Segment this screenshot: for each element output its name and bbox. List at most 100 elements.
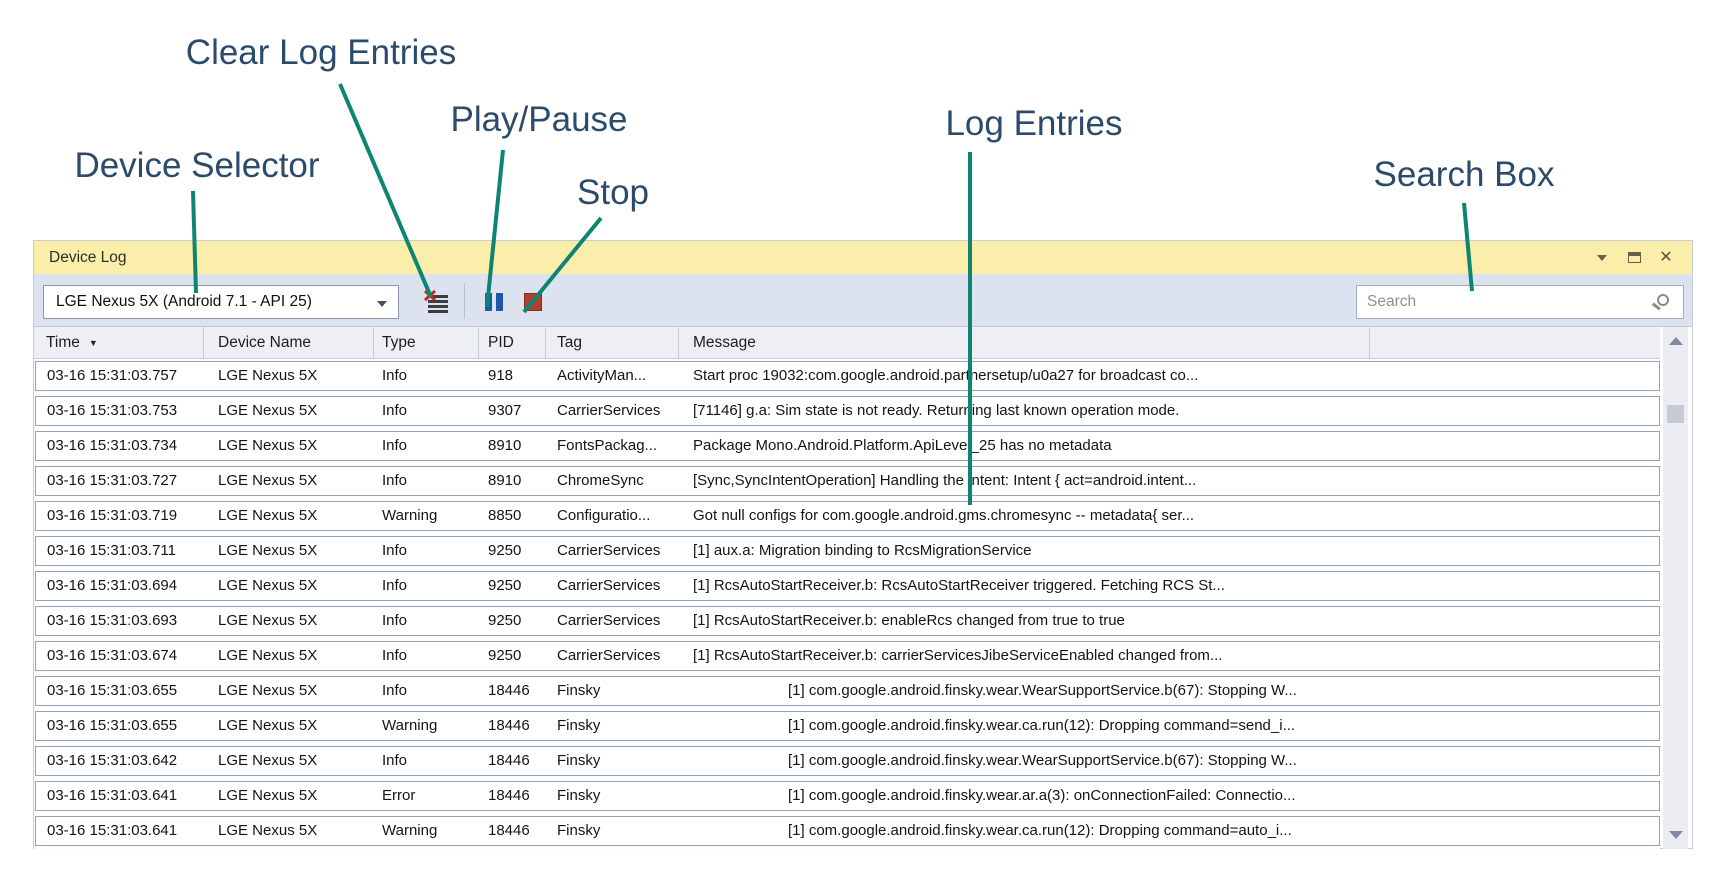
- log-message: [71146] g.a: Sim state is not ready. Ret…: [693, 402, 1180, 419]
- log-tag: CarrierServices: [557, 542, 661, 559]
- search-icon[interactable]: [1657, 294, 1669, 306]
- log-message: [1] com.google.android.finsky.wear.ca.ru…: [788, 822, 1292, 839]
- column-header-type[interactable]: Type: [374, 327, 479, 358]
- log-row[interactable]: 03-16 15:31:03.757 LGE Nexus 5X Info 918…: [35, 361, 1660, 391]
- log-message: Package Mono.Android.Platform.ApiLevel_2…: [693, 437, 1112, 454]
- log-type: Info: [382, 437, 408, 454]
- log-pid: 18446: [488, 822, 530, 839]
- log-time: 03-16 15:31:03.641: [47, 787, 178, 804]
- table-header: Time ▼ Device Name Type PID Tag Message: [34, 327, 1660, 359]
- log-message: Got null configs for com.google.android.…: [693, 507, 1195, 524]
- log-message: Start proc 19032:com.google.android.part…: [693, 367, 1199, 384]
- column-header-device-name[interactable]: Device Name: [204, 327, 374, 358]
- column-header-pid[interactable]: PID: [479, 327, 546, 358]
- log-time: 03-16 15:31:03.693: [47, 612, 178, 629]
- log-pid: 9250: [488, 542, 522, 559]
- log-row[interactable]: 03-16 15:31:03.674 LGE Nexus 5X Info 925…: [35, 641, 1660, 671]
- log-device-name: LGE Nexus 5X: [218, 507, 318, 524]
- toolbar-separator: [464, 283, 465, 319]
- log-message: [1] aux.a: Migration binding to RcsMigra…: [693, 542, 1032, 559]
- log-type: Info: [382, 472, 408, 489]
- log-row[interactable]: 03-16 15:31:03.655 LGE Nexus 5X Warning …: [35, 711, 1660, 741]
- log-device-name: LGE Nexus 5X: [218, 437, 318, 454]
- log-time: 03-16 15:31:03.719: [47, 507, 178, 524]
- log-pid: 8850: [488, 507, 522, 524]
- device-selector-dropdown[interactable]: LGE Nexus 5X (Android 7.1 - API 25): [43, 285, 399, 319]
- log-device-name: LGE Nexus 5X: [218, 612, 318, 629]
- stop-button[interactable]: [518, 287, 548, 317]
- chevron-down-icon: [377, 301, 387, 307]
- log-device-name: LGE Nexus 5X: [218, 682, 318, 699]
- log-row[interactable]: 03-16 15:31:03.655 LGE Nexus 5X Info 184…: [35, 676, 1660, 706]
- log-time: 03-16 15:31:03.642: [47, 752, 178, 769]
- log-time: 03-16 15:31:03.727: [47, 472, 178, 489]
- log-row[interactable]: 03-16 15:31:03.641 LGE Nexus 5X Error 18…: [35, 781, 1660, 811]
- log-pid: 9250: [488, 612, 522, 629]
- log-time: 03-16 15:31:03.641: [47, 822, 178, 839]
- log-row[interactable]: 03-16 15:31:03.734 LGE Nexus 5X Info 891…: [35, 431, 1660, 461]
- annotation-stop: Stop: [577, 173, 649, 212]
- log-type: Info: [382, 542, 408, 559]
- window-close-icon[interactable]: ✕: [1659, 248, 1673, 266]
- column-header-time[interactable]: Time ▼: [34, 327, 204, 358]
- play-pause-button[interactable]: [479, 287, 509, 317]
- log-tag: Finsky: [557, 717, 601, 734]
- log-tag: CarrierServices: [557, 612, 661, 629]
- log-pid: 18446: [488, 682, 530, 699]
- scrollbar-thumb[interactable]: [1667, 405, 1684, 423]
- log-type: Info: [382, 647, 408, 664]
- log-type: Warning: [382, 822, 438, 839]
- column-header-tag[interactable]: Tag: [546, 327, 679, 358]
- scroll-down-icon[interactable]: [1663, 823, 1688, 847]
- log-pid: 18446: [488, 752, 530, 769]
- log-time: 03-16 15:31:03.734: [47, 437, 178, 454]
- scroll-up-icon[interactable]: [1663, 329, 1688, 353]
- log-row[interactable]: 03-16 15:31:03.719 LGE Nexus 5X Warning …: [35, 501, 1660, 531]
- log-type: Info: [382, 752, 408, 769]
- log-time: 03-16 15:31:03.674: [47, 647, 178, 664]
- log-row[interactable]: 03-16 15:31:03.642 LGE Nexus 5X Info 184…: [35, 746, 1660, 776]
- log-tag: ActivityMan...: [557, 367, 647, 384]
- log-type: Info: [382, 367, 408, 384]
- clear-log-entries-button[interactable]: [422, 287, 452, 317]
- log-tag: Configuratio...: [557, 507, 651, 524]
- log-pid: 18446: [488, 787, 530, 804]
- log-tag: CarrierServices: [557, 577, 661, 594]
- search-input[interactable]: [1357, 286, 1683, 318]
- log-tag: CarrierServices: [557, 647, 661, 664]
- window-position-icon[interactable]: [1594, 250, 1610, 266]
- log-device-name: LGE Nexus 5X: [218, 787, 318, 804]
- annotation-device-selector: Device Selector: [74, 146, 320, 185]
- log-row[interactable]: 03-16 15:31:03.727 LGE Nexus 5X Info 891…: [35, 466, 1660, 496]
- log-message: [1] RcsAutoStartReceiver.b: enableRcs ch…: [693, 612, 1125, 629]
- log-message: [1] com.google.android.finsky.wear.WearS…: [788, 752, 1297, 769]
- window-float-icon[interactable]: [1626, 250, 1642, 266]
- log-tag: Finsky: [557, 682, 601, 699]
- log-row[interactable]: 03-16 15:31:03.711 LGE Nexus 5X Info 925…: [35, 536, 1660, 566]
- log-time: 03-16 15:31:03.711: [47, 542, 177, 559]
- log-pid: 918: [488, 367, 514, 384]
- log-message: [Sync,SyncIntentOperation] Handling the …: [693, 472, 1197, 489]
- log-pid: 8910: [488, 437, 522, 454]
- column-header-message[interactable]: Message: [679, 327, 1370, 358]
- annotation-search-box: Search Box: [1373, 155, 1555, 194]
- log-device-name: LGE Nexus 5X: [218, 822, 318, 839]
- log-pid: 9307: [488, 402, 522, 419]
- log-pid: 9250: [488, 577, 522, 594]
- log-device-name: LGE Nexus 5X: [218, 577, 318, 594]
- log-tag: Finsky: [557, 752, 601, 769]
- log-device-name: LGE Nexus 5X: [218, 542, 318, 559]
- annotation-play-pause: Play/Pause: [450, 100, 628, 139]
- sort-desc-icon: ▼: [88, 337, 98, 348]
- log-pid: 8910: [488, 472, 522, 489]
- log-row[interactable]: 03-16 15:31:03.753 LGE Nexus 5X Info 930…: [35, 396, 1660, 426]
- log-type: Info: [382, 577, 408, 594]
- vertical-scrollbar[interactable]: [1663, 327, 1688, 849]
- log-time: 03-16 15:31:03.753: [47, 402, 178, 419]
- log-row[interactable]: 03-16 15:31:03.641 LGE Nexus 5X Warning …: [35, 816, 1660, 846]
- log-type: Error: [382, 787, 416, 804]
- log-tag: Finsky: [557, 787, 601, 804]
- log-row[interactable]: 03-16 15:31:03.693 LGE Nexus 5X Info 925…: [35, 606, 1660, 636]
- log-row[interactable]: 03-16 15:31:03.694 LGE Nexus 5X Info 925…: [35, 571, 1660, 601]
- log-time: 03-16 15:31:03.655: [47, 682, 178, 699]
